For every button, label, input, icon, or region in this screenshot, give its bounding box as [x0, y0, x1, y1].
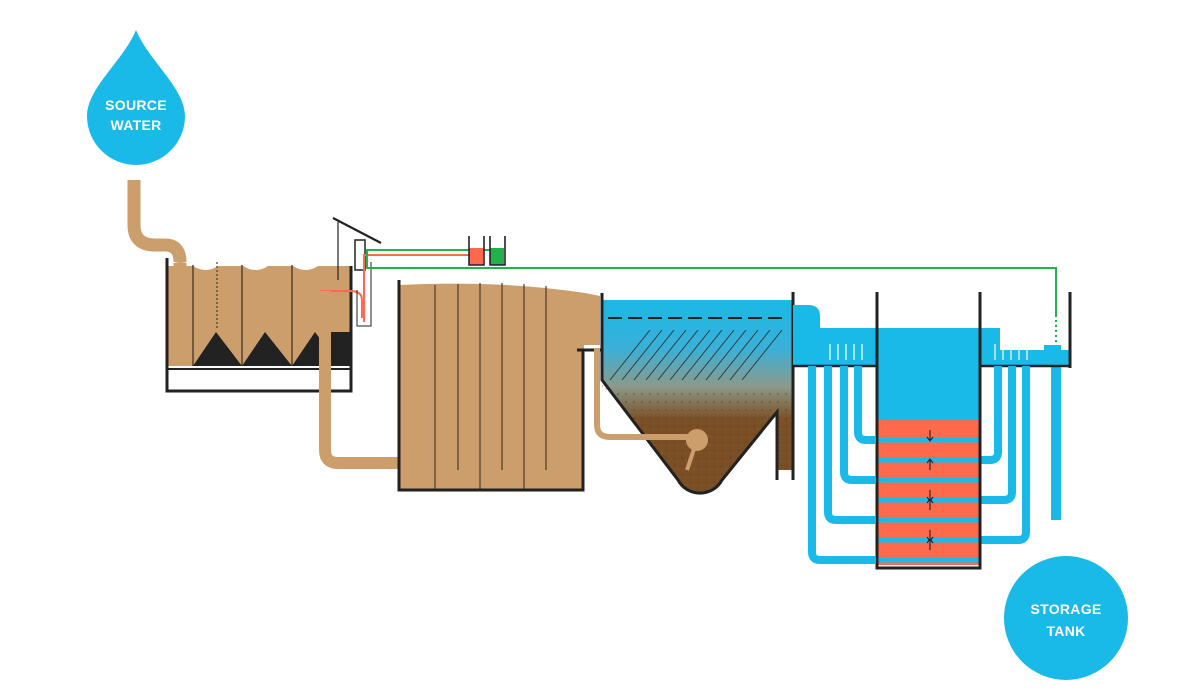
source-label-line2: WATER: [110, 117, 161, 133]
storage-label-line2: TANK: [1046, 623, 1085, 639]
intake-pipe: [127, 180, 187, 268]
chemical-dosing-system: [320, 217, 1057, 345]
source-water-drop: SOURCE WATER: [87, 30, 185, 165]
grit-chamber: [165, 258, 353, 393]
transfer-pipe: [319, 291, 400, 469]
flow-arrows: [926, 430, 934, 550]
storage-tank: STORAGE TANK: [1004, 556, 1128, 680]
source-label-line1: SOURCE: [105, 97, 167, 113]
water-drop-icon: [87, 30, 185, 165]
sedimentation-tank: [594, 292, 795, 495]
storage-tank-icon: [1004, 556, 1128, 680]
storage-label-line1: STORAGE: [1030, 601, 1101, 617]
tube-settlers: [609, 329, 783, 381]
reagent-tank-red: [468, 236, 485, 266]
filtration-unit: [808, 292, 1030, 570]
reagent-tank-green: [489, 236, 506, 266]
flocculation-tank: [397, 280, 602, 492]
